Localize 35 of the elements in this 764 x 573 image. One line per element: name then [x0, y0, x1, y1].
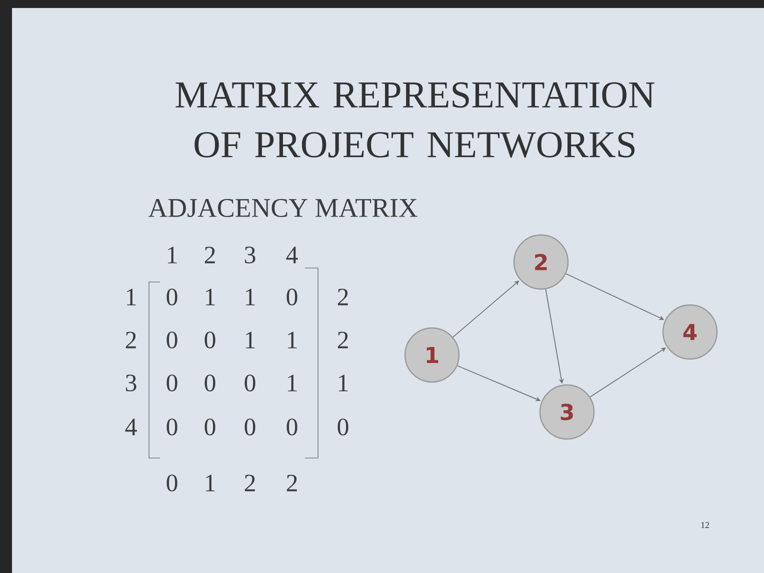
- matrix-entry: 0: [204, 374, 216, 392]
- matrix-entry: 1: [246, 332, 255, 348]
- row-number: 3: [126, 374, 136, 392]
- matrix-entry: 0: [166, 418, 178, 436]
- column-number: 4: [286, 246, 298, 264]
- column-number: 2: [204, 246, 215, 264]
- matrix-entry: 0: [166, 374, 178, 392]
- column-number: 1: [168, 246, 177, 264]
- column-sum: 0: [166, 474, 178, 492]
- column-number: 3: [244, 246, 256, 264]
- row-sum: 2: [338, 332, 348, 348]
- matrix-entry: 1: [288, 374, 297, 392]
- matrix-entry: 0: [244, 418, 256, 436]
- page-number: 12: [701, 522, 709, 528]
- matrix-entry: 0: [244, 374, 256, 392]
- row-number: 1: [126, 288, 136, 306]
- matrix-entry: 1: [246, 288, 255, 306]
- matrix-entry: 0: [286, 288, 298, 306]
- matrix-entry: 1: [206, 288, 215, 306]
- row-sum: 2: [338, 288, 348, 306]
- matrix-entry: 0: [166, 288, 178, 306]
- column-sum: 2: [286, 474, 297, 492]
- matrix-entry: 1: [288, 332, 297, 348]
- row-sum: 0: [338, 418, 348, 436]
- matrix-entry: 0: [204, 332, 216, 348]
- matrix-entry: 0: [286, 418, 298, 436]
- subtitle: ADJACENCY MATRIX: [148, 198, 418, 218]
- slide-title: MATRIX REPRESENTATION OF PROJECT NETWORKS: [176, 82, 654, 158]
- matrix-entry: 0: [166, 332, 178, 348]
- column-sum: 1: [206, 474, 215, 492]
- matrix-entry: 0: [204, 418, 216, 436]
- row-number: 4: [125, 418, 137, 436]
- row-sum: 1: [338, 374, 348, 392]
- row-number: 2: [126, 332, 136, 348]
- column-sum: 2: [244, 474, 255, 492]
